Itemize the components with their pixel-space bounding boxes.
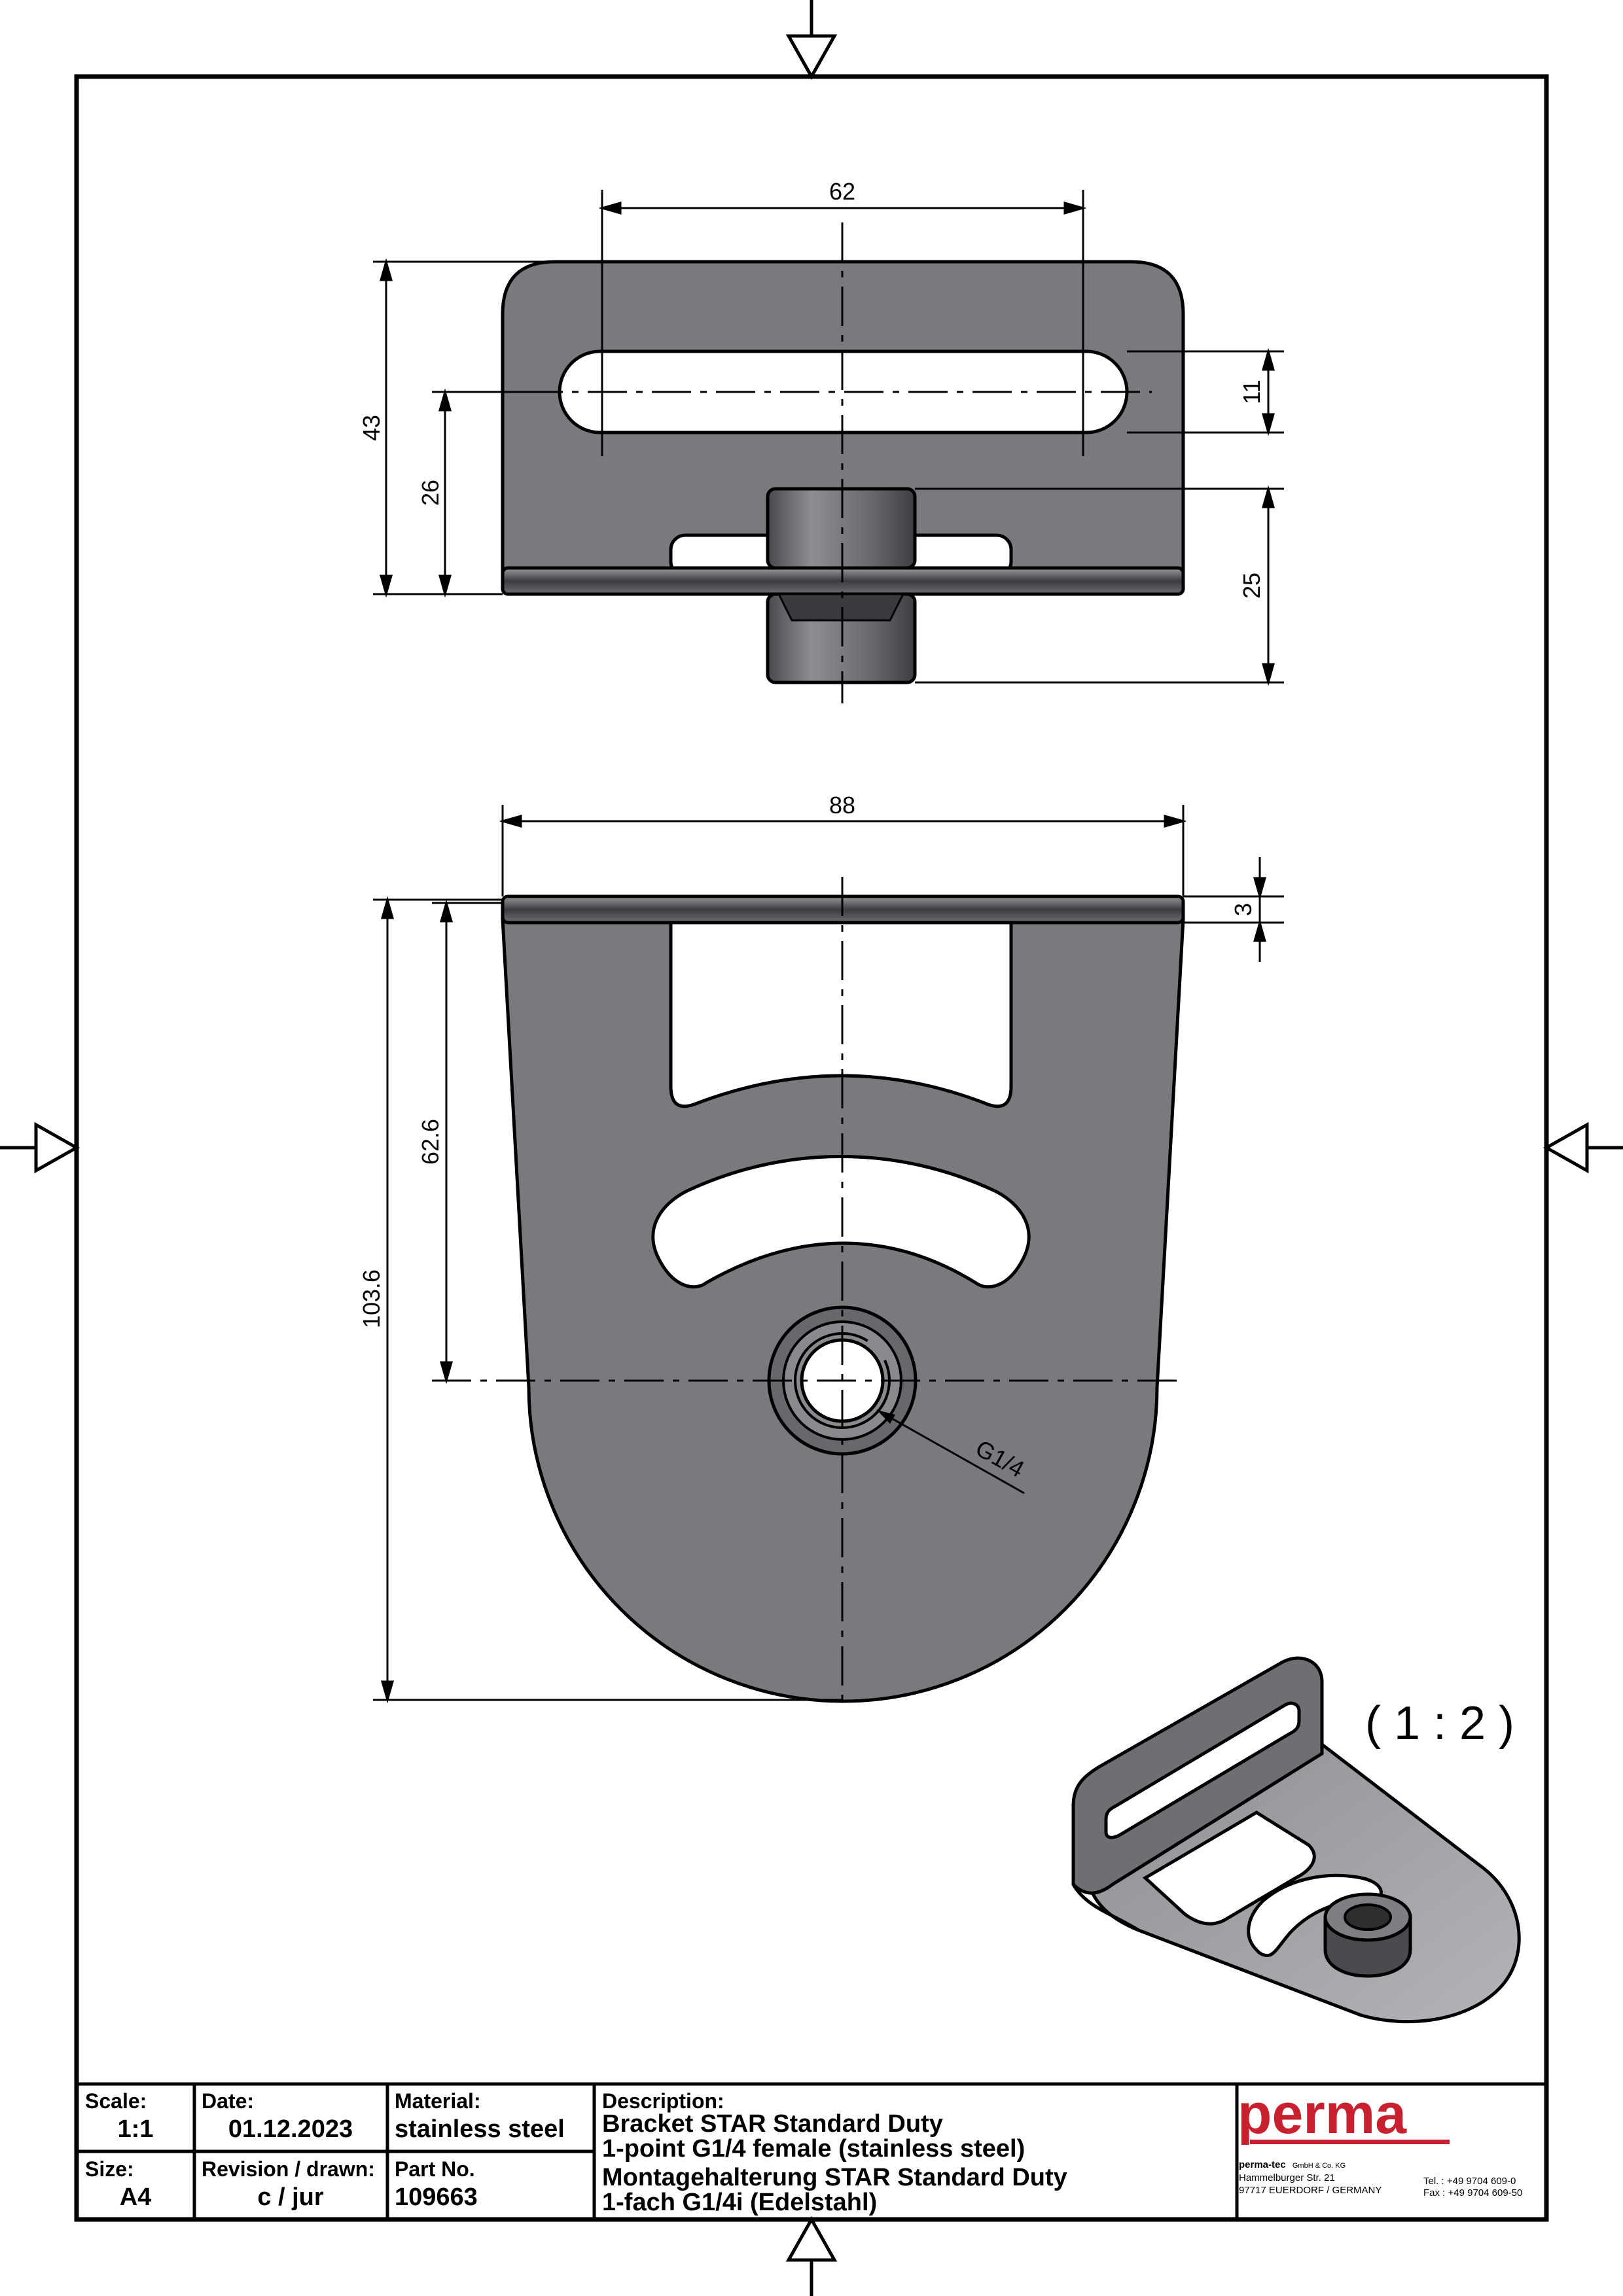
description-line-4: 1-fach G1/4i (Edelstahl) bbox=[602, 2189, 877, 2216]
top-view-nut-chamfer bbox=[777, 593, 905, 622]
partno-value: 109663 bbox=[395, 2183, 478, 2211]
front-view-window-cutout bbox=[669, 917, 1013, 1108]
centering-mark-top bbox=[785, 0, 838, 80]
size-value: A4 bbox=[120, 2183, 152, 2211]
description-line-1: Bracket STAR Standard Duty bbox=[602, 2110, 943, 2138]
centering-mark-bottom bbox=[785, 2216, 838, 2296]
dim-hole-height bbox=[432, 899, 503, 1385]
dim-total-height-label: 103.6 bbox=[358, 1269, 385, 1328]
dim-nut-height bbox=[915, 485, 1284, 686]
logo-text: perma bbox=[1238, 2083, 1407, 2146]
centering-mark-left bbox=[0, 1122, 80, 1174]
front-view: G1/4 88 3 62.6 bbox=[358, 792, 1284, 1704]
dim-top-width-label: 62 bbox=[829, 178, 855, 205]
revision-label: Revision / drawn: bbox=[202, 2157, 375, 2181]
front-view-arc-slot bbox=[651, 1155, 1031, 1289]
iso-bend-edge bbox=[1071, 1883, 1140, 1932]
dim-hole-height-label: 62.6 bbox=[417, 1119, 444, 1165]
material-label: Material: bbox=[395, 2089, 481, 2113]
dim-top-height-label: 43 bbox=[358, 415, 385, 441]
partno-label: Part No. bbox=[395, 2157, 475, 2181]
size-label: Size: bbox=[85, 2157, 134, 2181]
iso-window-cutout bbox=[1142, 1810, 1316, 1926]
date-label: Date: bbox=[202, 2089, 254, 2113]
iso-flange-slot bbox=[1104, 1701, 1301, 1839]
dim-top-width bbox=[598, 190, 1087, 456]
top-view: 62 43 26 11 bbox=[358, 178, 1284, 703]
revision-value: c / jur bbox=[257, 2183, 324, 2211]
detail-scale-label: ( 1 : 2 ) bbox=[1365, 1697, 1514, 1750]
scale-value: 1:1 bbox=[118, 2115, 154, 2143]
isometric-detail-view bbox=[1071, 1656, 1521, 2024]
company-fax: Fax : +49 9704 609-50 bbox=[1423, 2187, 1522, 2199]
company-name: perma-tec GmbH & Co. KG bbox=[1239, 2159, 1346, 2170]
dim-top-height bbox=[373, 258, 555, 598]
title-block bbox=[77, 2082, 1546, 2219]
dim-total-height bbox=[373, 896, 842, 1704]
dim-front-width bbox=[499, 805, 1187, 896]
material-value: stainless steel bbox=[395, 2115, 565, 2143]
scale-label: Scale: bbox=[85, 2089, 147, 2113]
dim-slot-width-label: 11 bbox=[1238, 380, 1265, 404]
dim-plate-thickness-label: 3 bbox=[1230, 903, 1257, 916]
description-line-3: Montagehalterung STAR Standard Duty bbox=[602, 2164, 1067, 2191]
company-tel: Tel. : +49 9704 609-0 bbox=[1423, 2176, 1516, 2187]
logo-underline bbox=[1250, 2140, 1450, 2144]
date-value: 01.12.2023 bbox=[228, 2115, 353, 2143]
description-line-2: 1-point G1/4 female (stainless steel) bbox=[602, 2135, 1025, 2163]
dim-top-center-height-label: 26 bbox=[417, 480, 444, 506]
centering-mark-right bbox=[1543, 1122, 1623, 1174]
company-street: Hammelburger Str. 21 bbox=[1239, 2172, 1335, 2183]
perma-logo: perma bbox=[1238, 2083, 1450, 2146]
dim-plate-thickness bbox=[1183, 857, 1284, 962]
thread-leader bbox=[876, 1409, 1025, 1494]
dim-slot-width bbox=[1127, 347, 1284, 436]
iso-nut-hole bbox=[1344, 1903, 1392, 1931]
dim-front-width-label: 88 bbox=[829, 792, 855, 819]
dim-top-center-height bbox=[432, 388, 524, 598]
company-city: 97717 EUERDORF / GERMANY bbox=[1239, 2185, 1382, 2196]
dim-nut-height-label: 25 bbox=[1238, 573, 1265, 599]
description-label: Description: bbox=[602, 2089, 724, 2113]
